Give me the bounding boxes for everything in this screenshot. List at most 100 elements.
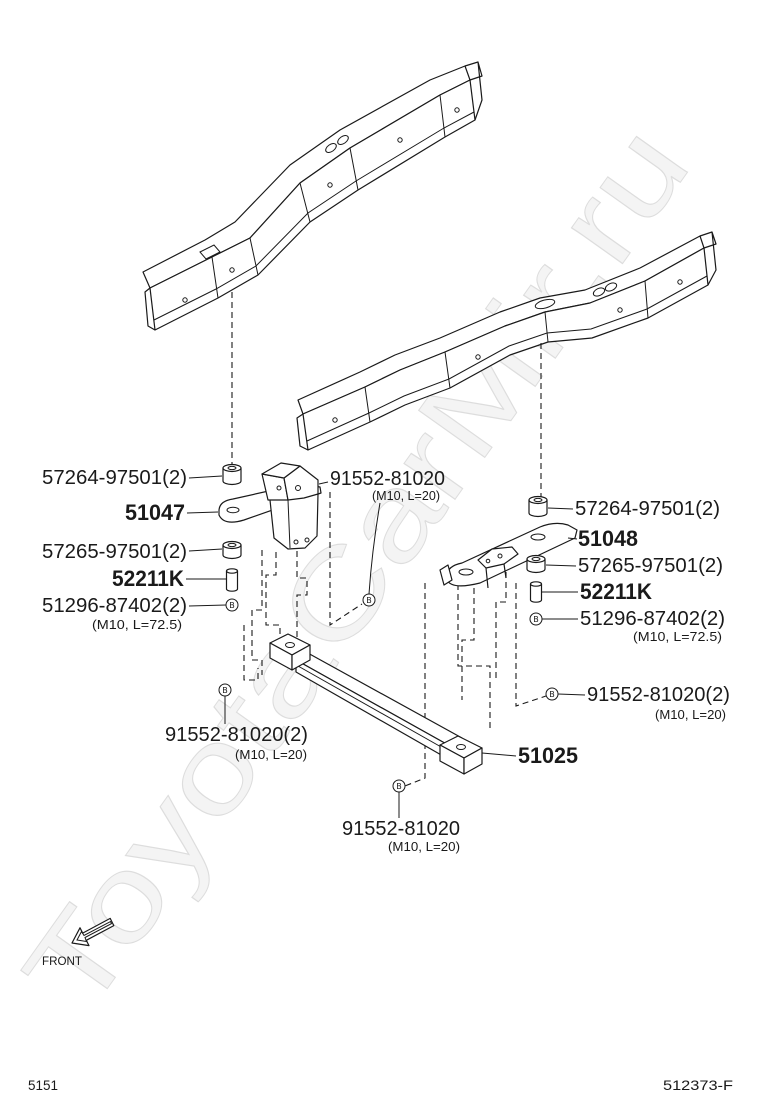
callout-bracket-right[interactable]: 51048 xyxy=(578,526,638,551)
bracket-51047-hole xyxy=(304,537,310,543)
callout-bracket-left[interactable]: 51047 xyxy=(125,500,185,525)
dashed-guide-line xyxy=(457,584,491,730)
frame-rail-left-top-face xyxy=(142,65,471,289)
callout-bolt-cushion-left[interactable]: 51296-87402(2) xyxy=(42,595,187,617)
frame-rail-left-hole xyxy=(182,297,188,303)
frame-rail-right xyxy=(296,231,717,451)
bolt-marker: B xyxy=(362,593,376,607)
callout-lower-cushion-right[interactable]: 57265-97501(2) xyxy=(578,555,723,577)
frame-rail-left-side-face xyxy=(149,79,476,331)
bracket-51047-hole xyxy=(276,485,282,491)
leader-line xyxy=(188,548,223,552)
callout-bolt-bottom[interactable]: 91552-81020 xyxy=(342,818,460,840)
bracket-51048-hole xyxy=(458,568,474,576)
frame-rail-left xyxy=(142,61,483,331)
frame-rail-right-mount-boss xyxy=(534,298,556,310)
dashed-guide-line xyxy=(251,550,263,675)
bracket-51047-hole xyxy=(293,539,299,545)
front-label: FRONT xyxy=(42,954,83,968)
right-collar-body xyxy=(529,584,543,603)
crossmember-right-end-hole xyxy=(456,744,466,750)
bolt-marker: B xyxy=(529,612,543,626)
frame-rail-right-hole xyxy=(617,307,623,313)
leader-line xyxy=(547,507,574,510)
frame-rail-right-lower-flange xyxy=(306,275,708,442)
bracket-51047-hole xyxy=(226,506,240,514)
frame-rail-left-hole xyxy=(327,182,333,188)
frame-rail-left-tab xyxy=(199,244,221,260)
leader-line xyxy=(188,475,223,479)
bolt-marker-circle xyxy=(362,593,376,607)
right-upper-cushion-top xyxy=(528,495,548,505)
callout-lower-cushion-left[interactable]: 57265-97501(2) xyxy=(42,541,187,563)
bracket-51047-tower-top xyxy=(261,462,301,479)
bracket-51047 xyxy=(218,462,322,550)
dashed-guide-line xyxy=(515,583,547,707)
front-arrow-inner-outline xyxy=(76,920,113,943)
left-lower-cushion-bore xyxy=(227,542,237,548)
leader-line xyxy=(188,604,227,607)
bolt-marker-circle xyxy=(529,612,543,626)
bolt-marker-letter: B xyxy=(366,596,372,605)
callout-crossmember[interactable]: 51025 xyxy=(518,743,578,768)
callout-bolt-cushion-right[interactable]: 51296-87402(2) xyxy=(580,608,725,630)
dashed-guides xyxy=(231,292,547,787)
left-upper-cushion-bore xyxy=(227,465,237,471)
frame-rail-left-stiffeners xyxy=(211,94,446,299)
bolt-marker-letter: B xyxy=(229,601,235,610)
right-lower-cushion-bore xyxy=(531,556,541,562)
frame-rail-right-end-section xyxy=(296,413,309,451)
frame-rail-left-end-flange xyxy=(464,61,483,121)
callout-bolt-upper-spec: (M10, L=20) xyxy=(372,488,440,503)
bolt-marker-circle xyxy=(545,687,559,701)
callout-bolt-bottom-spec: (M10, L=20) xyxy=(388,839,460,854)
frame-rail-right-slot xyxy=(604,282,618,292)
frame-rail-left-hole xyxy=(229,267,235,273)
callout-bolt-cushion-left-spec: (M10, L=72.5) xyxy=(92,617,182,632)
right-upper-cushion xyxy=(528,495,548,518)
dashed-guide-line xyxy=(461,588,475,700)
dashed-guide-line xyxy=(296,551,308,640)
callout-bolt-upper[interactable]: 91552-81020 xyxy=(330,468,445,490)
bracket-51048-hole xyxy=(530,533,546,541)
callout-upper-cushion-left[interactable]: 57264-97501(2) xyxy=(42,467,187,489)
frame-rail-left-hole xyxy=(454,107,460,113)
left-lower-cushion xyxy=(222,540,242,560)
frame-rail-right-stiffeners xyxy=(364,280,649,423)
left-upper-cushion-body xyxy=(222,468,242,486)
bolt-marker: B xyxy=(392,779,406,793)
bracket-51048-hole xyxy=(497,553,503,559)
crossmember-left-end-hole xyxy=(285,642,295,648)
bolt-marker-letter: B xyxy=(533,615,539,624)
dashed-guide-line xyxy=(243,625,259,681)
callout-bolt-cushion-right-spec: (M10, L=72.5) xyxy=(633,629,722,644)
left-collar-body xyxy=(225,571,239,592)
leader-line xyxy=(318,481,329,485)
bolt-marker-circle xyxy=(225,598,239,612)
callout-collar-left[interactable]: 52211K xyxy=(112,566,184,591)
bolt-marker-letter: B xyxy=(396,782,402,791)
bracket-51047-edge xyxy=(287,499,291,549)
callout-collar-right[interactable]: 52211K xyxy=(580,579,652,604)
callout-bolt-right[interactable]: 91552-81020(2) xyxy=(587,684,730,706)
bracket-51047-hole xyxy=(295,485,301,491)
left-upper-cushion xyxy=(222,463,242,486)
dashed-guide-line xyxy=(495,572,507,680)
bolt-marker-letter: B xyxy=(549,690,555,699)
bolt-marker-circle xyxy=(392,779,406,793)
leader-lines xyxy=(186,475,586,818)
right-upper-cushion-bore xyxy=(533,497,543,503)
right-collar-top xyxy=(529,581,543,587)
callout-upper-cushion-right[interactable]: 57264-97501(2) xyxy=(575,498,720,520)
frame-rail-left-hole xyxy=(397,137,403,143)
frame-rail-right-hole xyxy=(332,417,338,423)
right-lower-cushion-top xyxy=(526,554,546,564)
callout-bolt-left[interactable]: 91552-81020(2) xyxy=(165,724,308,746)
bolt-marker-letter: B xyxy=(222,686,228,695)
dashed-guide-line xyxy=(265,552,281,645)
crossmember-left-end-side xyxy=(291,644,311,671)
bolt-marker: B xyxy=(225,598,239,612)
bracket-51048-gusset xyxy=(485,563,507,589)
bracket-51048 xyxy=(439,522,578,589)
